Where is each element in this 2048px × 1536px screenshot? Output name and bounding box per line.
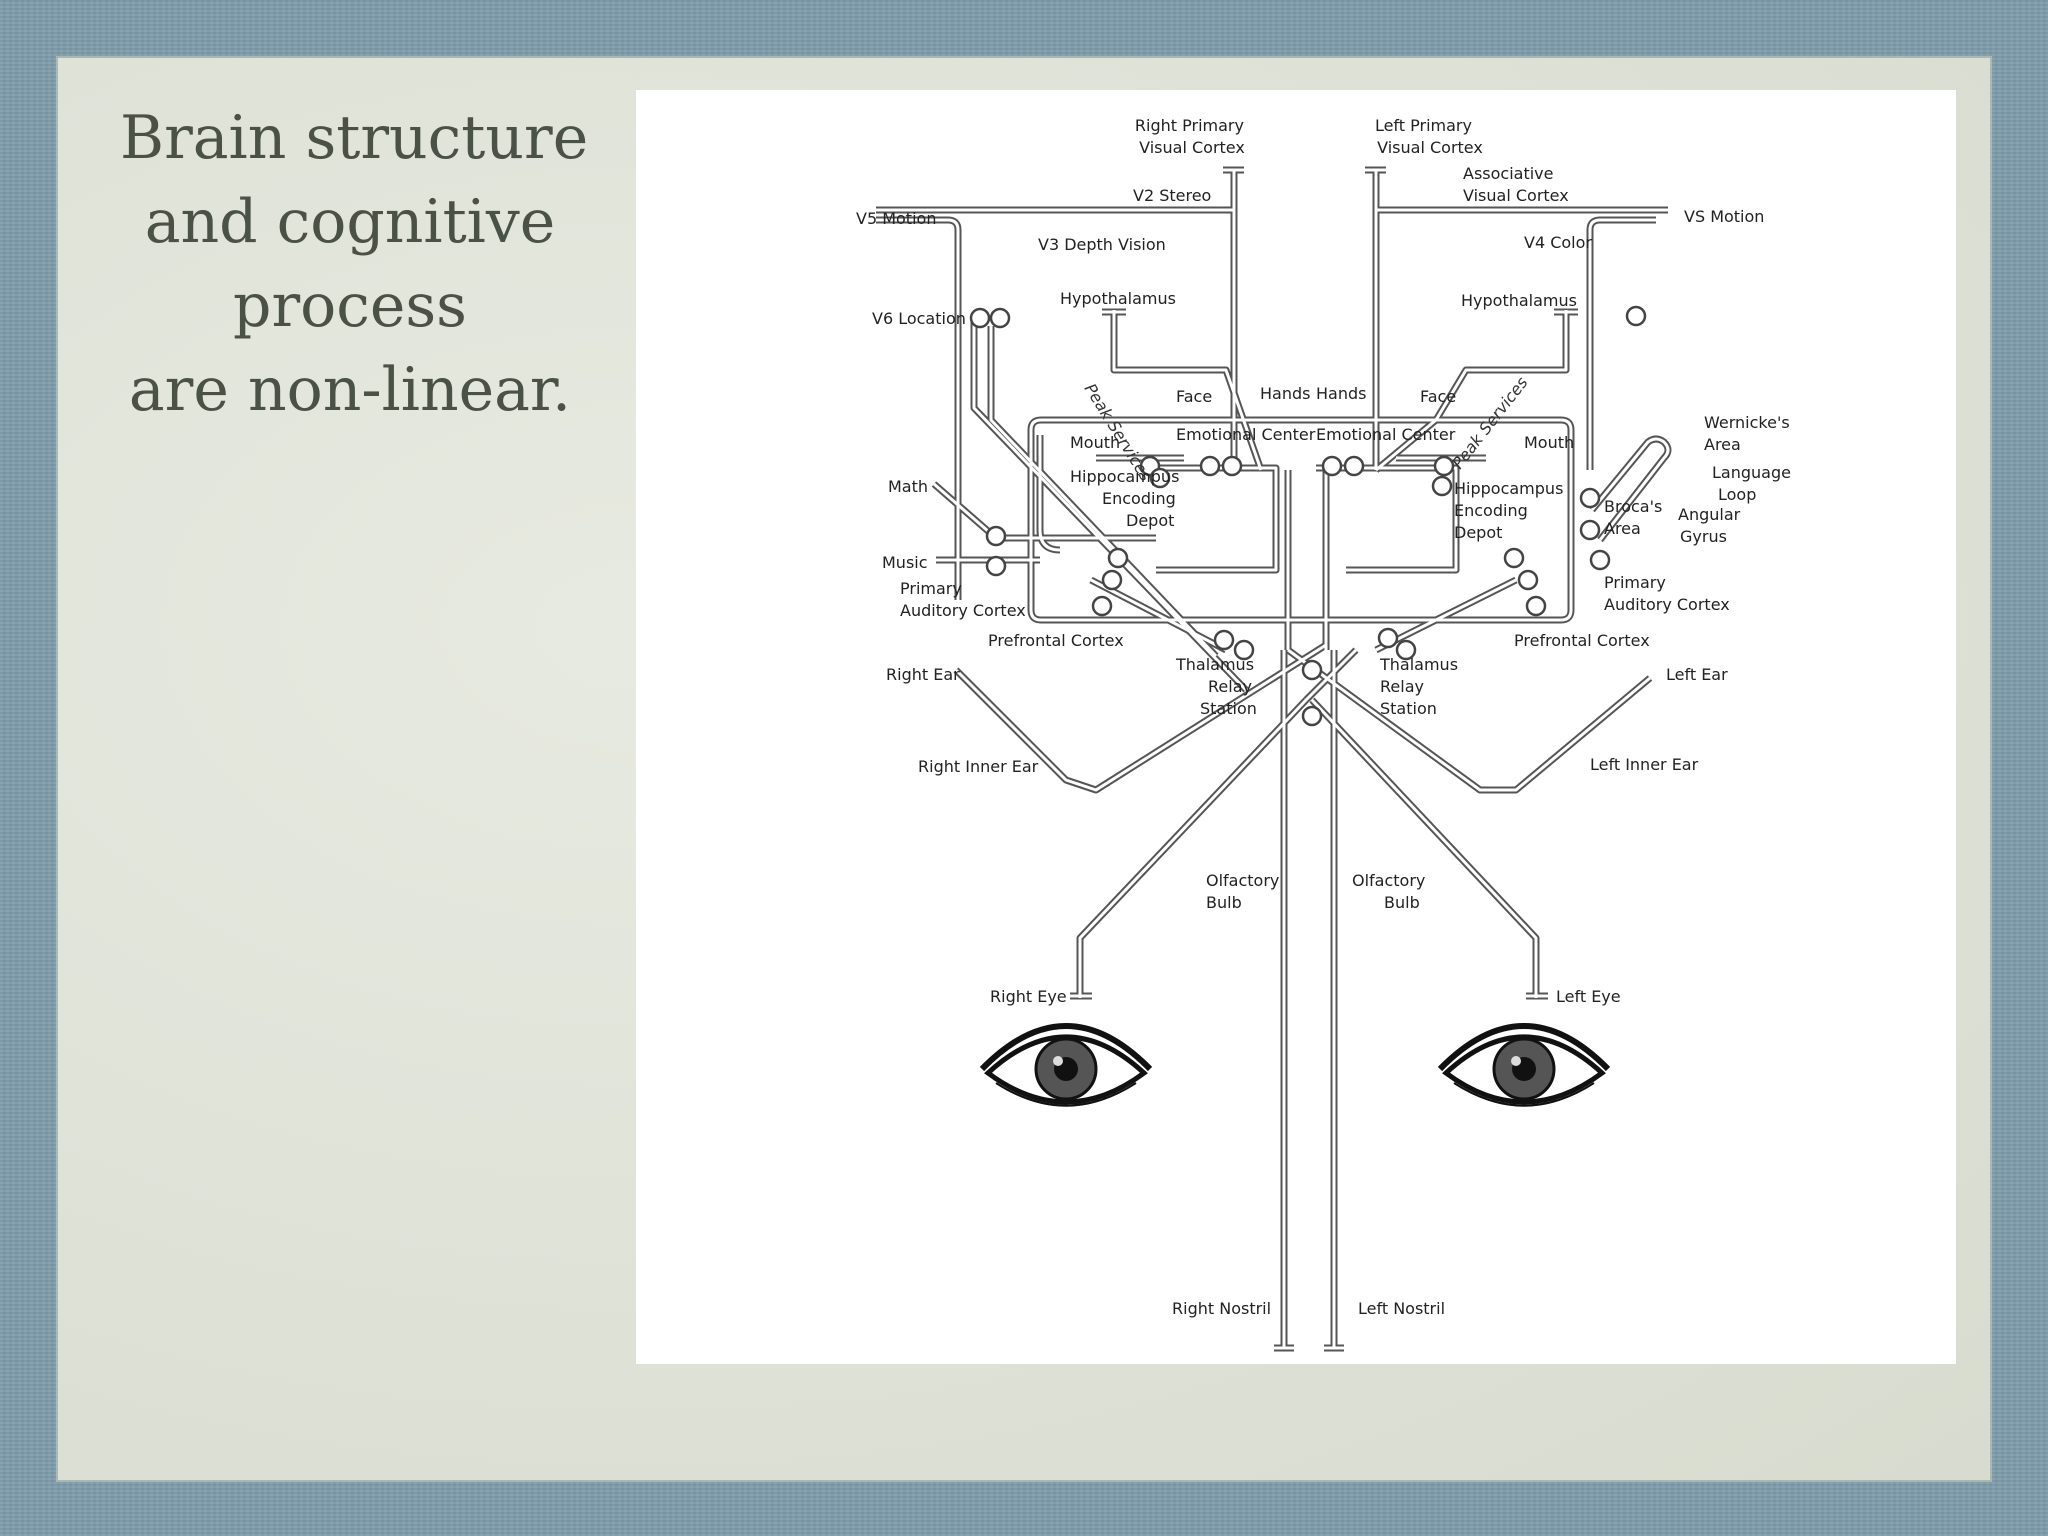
label-right-ear: Right Ear	[886, 665, 960, 684]
station-node	[989, 307, 1011, 329]
label-v6-location: V6 Location	[872, 309, 966, 328]
right-eye-icon	[982, 1026, 1150, 1106]
label-hippocampus-left: Hippocampus Encoding Depot	[1070, 467, 1185, 530]
station-node	[1233, 639, 1255, 661]
station-nodes	[969, 305, 1647, 727]
label-right-inner-ear: Right Inner Ear	[918, 757, 1039, 776]
label-v5-motion-right: VS Motion	[1684, 207, 1764, 226]
label-v4-color: V4 Color	[1524, 233, 1592, 252]
label-brocas-area: Broca's Area	[1604, 497, 1667, 538]
label-math: Math	[888, 477, 928, 496]
station-node	[1579, 519, 1601, 541]
label-primary-auditory-cortex-right: Primary Auditory Cortex	[1604, 573, 1730, 614]
label-hands-right: Hands	[1316, 384, 1366, 403]
station-node	[1625, 305, 1647, 327]
station-node	[1213, 629, 1235, 651]
title-line-3: process	[233, 271, 467, 341]
label-primary-auditory-cortex-left: Primary Auditory Cortex	[900, 579, 1026, 620]
label-left-ear: Left Ear	[1666, 665, 1728, 684]
label-right-eye: Right Eye	[990, 987, 1067, 1006]
label-emotional-center-right: Emotional Center	[1316, 425, 1456, 444]
station-node	[969, 307, 991, 329]
station-node	[1517, 569, 1539, 591]
label-olfactory-bulb-left: Olfactory Bulb	[1206, 871, 1284, 912]
station-node	[1343, 455, 1365, 477]
label-left-nostril: Left Nostril	[1358, 1299, 1445, 1318]
title-line-4: are non-linear.	[128, 355, 572, 425]
title-line-1: Brain structure	[120, 103, 589, 173]
label-language-loop: Language Loop	[1712, 463, 1796, 504]
station-node	[1199, 455, 1221, 477]
label-left-inner-ear: Left Inner Ear	[1590, 755, 1699, 774]
station-node	[1149, 467, 1171, 489]
station-node	[1525, 595, 1547, 617]
station-node	[1377, 627, 1399, 649]
label-face-left: Face	[1176, 387, 1212, 406]
station-node	[1107, 547, 1129, 569]
label-v2-stereo: V2 Stereo	[1133, 186, 1211, 205]
station-node	[1101, 569, 1123, 591]
label-emotional-center-left: Emotional Center	[1176, 425, 1316, 444]
slide-title: Brain structure and cognitive process ar…	[120, 96, 589, 432]
label-left-primary-visual-cortex: Left Primary Visual Cortex	[1375, 116, 1483, 157]
label-olfactory-bulb-right: Olfactory Bulb	[1352, 871, 1430, 912]
station-node	[1431, 475, 1453, 497]
label-thalamus-left: Thalamus Relay Station	[1175, 655, 1259, 718]
label-music: Music	[882, 553, 928, 572]
station-node	[985, 525, 1007, 547]
station-node	[1221, 455, 1243, 477]
station-node	[1395, 639, 1417, 661]
label-associative-visual-cortex: Associative Visual Cortex	[1463, 164, 1569, 205]
station-node	[1589, 549, 1611, 571]
station-node	[985, 555, 1007, 577]
station-node	[1301, 705, 1323, 727]
station-node	[1433, 455, 1455, 477]
label-hypothalamus-left: Hypothalamus	[1060, 289, 1176, 308]
label-v3-depth-vision: V3 Depth Vision	[1038, 235, 1166, 254]
station-node	[1301, 659, 1323, 681]
label-mouth-left: Mouth	[1070, 433, 1120, 452]
diagram-svg: Right Primary Visual Cortex Left Primary…	[856, 116, 1796, 1352]
label-face-right: Face	[1420, 387, 1456, 406]
station-node	[1579, 487, 1601, 509]
label-hippocampus-right: Hippocampus Encoding Depot	[1454, 479, 1569, 542]
label-angular-gyrus: Angular Gyrus	[1678, 505, 1745, 546]
station-node	[1503, 547, 1525, 569]
brain-metro-diagram: Right Primary Visual Cortex Left Primary…	[636, 90, 1956, 1364]
title-line-2: and cognitive	[144, 187, 556, 257]
station-node	[1321, 455, 1343, 477]
label-prefrontal-cortex-right: Prefrontal Cortex	[1514, 631, 1650, 650]
label-hands-left: Hands	[1260, 384, 1310, 403]
station-node	[1091, 595, 1113, 617]
label-right-nostril: Right Nostril	[1172, 1299, 1271, 1318]
label-thalamus-right: Thalamus Relay Station	[1379, 655, 1463, 718]
label-left-eye: Left Eye	[1556, 987, 1621, 1006]
label-right-primary-visual-cortex: Right Primary Visual Cortex	[1135, 116, 1249, 157]
label-mouth-right: Mouth	[1524, 433, 1574, 452]
label-hypothalamus-right: Hypothalamus	[1461, 291, 1577, 310]
label-v5-motion-left: V5 Motion	[856, 209, 936, 228]
left-eye-icon	[1440, 1026, 1608, 1106]
label-wernickes-area: Wernicke's Area	[1704, 413, 1795, 454]
label-prefrontal-cortex-left: Prefrontal Cortex	[988, 631, 1124, 650]
